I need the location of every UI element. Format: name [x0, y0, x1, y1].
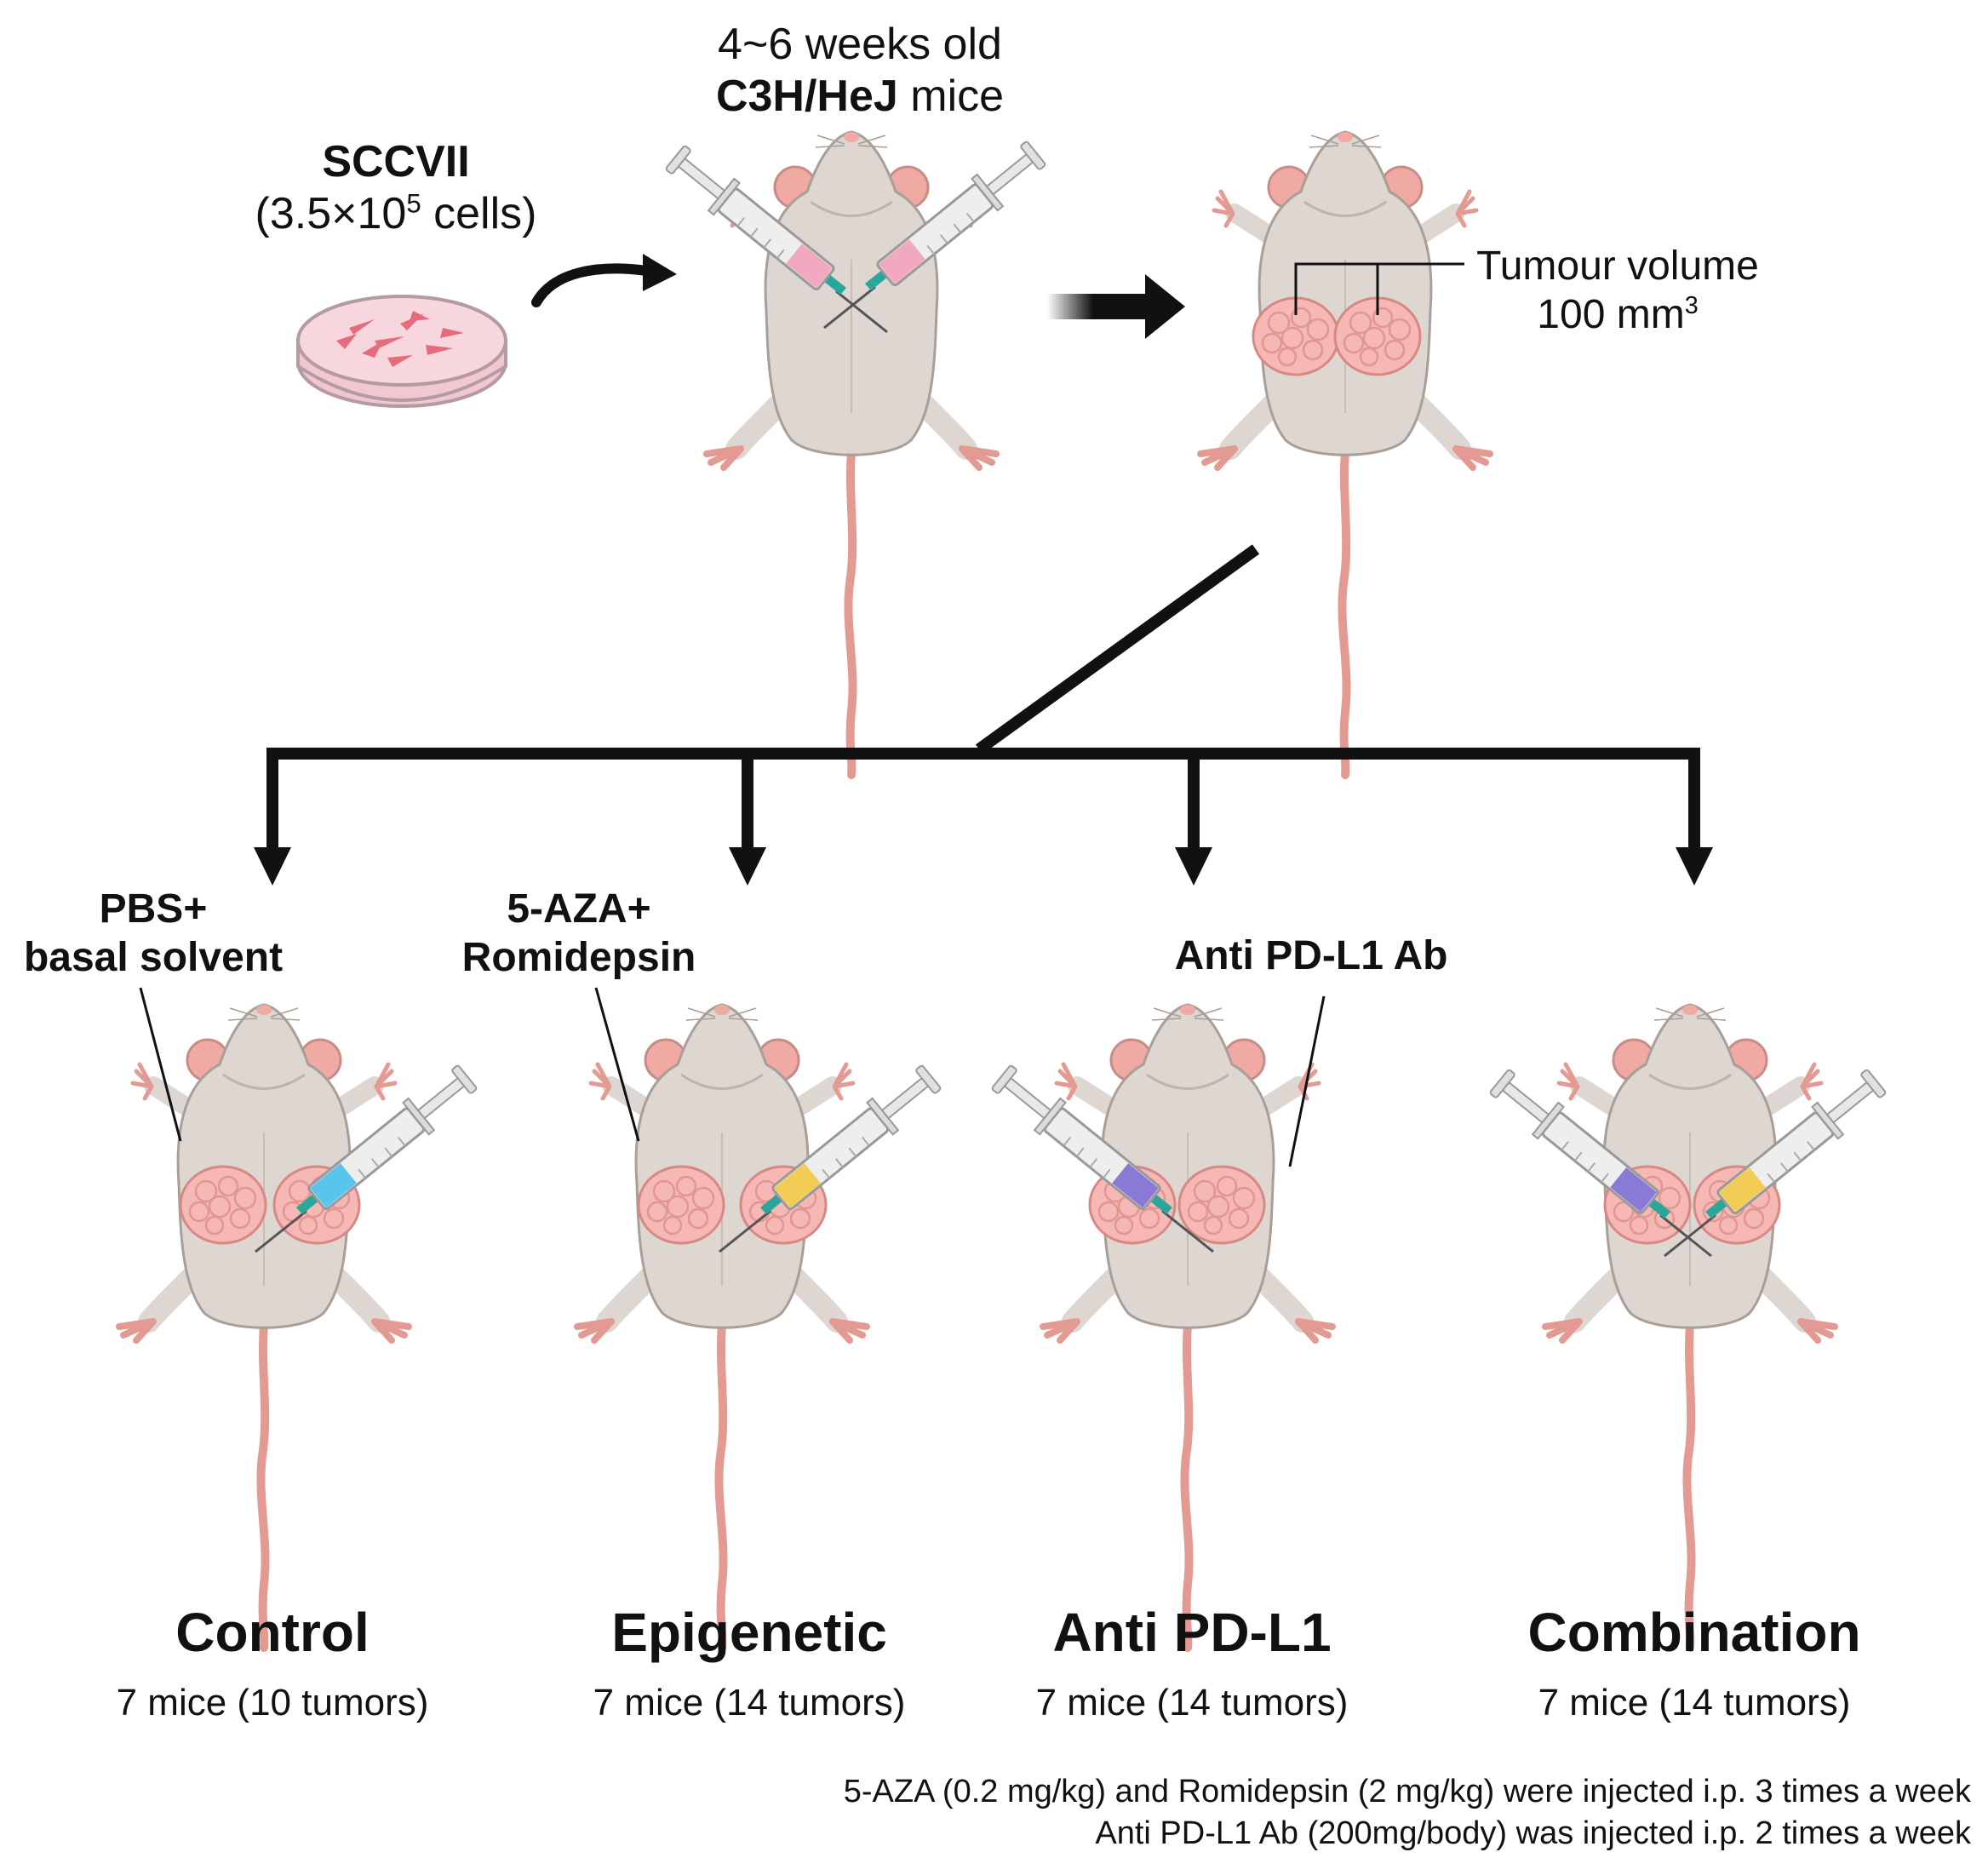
cell-line-name: SCCVII: [322, 137, 470, 186]
mice-suffix: mice: [897, 72, 1005, 122]
tumour-volume-number: 100 mm: [1537, 291, 1685, 337]
curved-arrow-icon: [531, 254, 677, 307]
injection-line: 5-AZA+: [507, 886, 651, 932]
callout-line: [1288, 995, 1326, 1167]
injection-label-epigenetic: 5-AZA+ Romidepsin: [443, 886, 715, 982]
mice-label: 4~6 weeks old C3H/HeJ mice: [664, 19, 1056, 123]
mouse-tumour-icon: [1200, 132, 1490, 775]
mice-strain: C3H/HeJ: [715, 72, 898, 122]
gradient-arrow-icon: [1047, 274, 1185, 339]
group-combination: Combination 7 mice (14 tumors): [1507, 1601, 1882, 1724]
cell-line-label: SCCVII (3.5×105 cells): [204, 136, 587, 241]
tumour-volume-exponent: 3: [1684, 291, 1699, 319]
tumour-callout-line: [1294, 262, 1464, 315]
footnote-line: 5-AZA (0.2 mg/kg) and Romidepsin (2 mg/k…: [843, 1774, 1971, 1809]
callout-line: [594, 987, 640, 1142]
injection-line: Romidepsin: [461, 934, 696, 980]
syringe-combination-left-icon: [1663, 1064, 1891, 1258]
tumour-icon: [1177, 1165, 1266, 1245]
petri-dish-icon: [296, 295, 507, 408]
mouse-antipdl1-icon: [1043, 1005, 1332, 1648]
mouse-combination-icon: [1545, 1005, 1835, 1648]
syringe-control-icon: [254, 1059, 482, 1253]
group-title: Control: [175, 1602, 370, 1663]
cell-count-exponent: 5: [406, 189, 421, 220]
injection-line: basal solvent: [23, 934, 284, 980]
cell-count-base: (3.5×10: [255, 189, 407, 239]
group-count: 7 mice (10 tumors): [116, 1681, 429, 1723]
group-count: 7 mice (14 tumors): [1538, 1681, 1851, 1723]
tumour-volume-label: Tumour volume 100 mm3: [1456, 243, 1779, 339]
group-count: 7 mice (14 tumors): [593, 1681, 906, 1723]
group-title: Anti PD-L1: [1052, 1602, 1332, 1663]
mice-strain-line: C3H/HeJ mice: [664, 71, 1056, 123]
injection-label-control: PBS+ basal solvent: [0, 886, 307, 982]
injection-label-antipdl1: Anti PD-L1 Ab: [1141, 932, 1481, 981]
syringe-epigenetic-icon: [718, 1059, 946, 1253]
injection-line: Anti PD-L1 Ab: [1174, 933, 1448, 978]
tumour-icon: [637, 1165, 725, 1245]
cell-count-unit: cells): [421, 189, 537, 239]
group-antipdl1: Anti PD-L1 7 mice (14 tumors): [1013, 1601, 1371, 1724]
injection-line: PBS+: [99, 886, 208, 932]
syringe-antipdl1-icon: [987, 1059, 1215, 1253]
branch-arrowheads: [254, 847, 1713, 886]
group-control: Control 7 mice (10 tumors): [94, 1601, 451, 1724]
group-epigenetic: Epigenetic 7 mice (14 tumors): [570, 1601, 928, 1724]
tumour-icon: [179, 1165, 267, 1245]
tumour-volume-title: Tumour volume: [1476, 244, 1759, 289]
cell-count: (3.5×105 cells): [204, 188, 587, 240]
syringe-combination-right-icon: [1485, 1064, 1713, 1258]
group-title: Epigenetic: [611, 1602, 887, 1663]
group-count: 7 mice (14 tumors): [1035, 1681, 1349, 1723]
branch-connector: [266, 544, 1700, 852]
mouse-control-icon: [119, 1005, 409, 1648]
mouse-epigenetic-icon: [577, 1005, 867, 1648]
callout-line: [139, 987, 182, 1142]
mice-age: 4~6 weeks old: [718, 20, 1002, 69]
group-title: Combination: [1527, 1602, 1861, 1663]
footnote-line: Anti PD-L1 Ab (200mg/body) was injected …: [1095, 1815, 1971, 1852]
footnotes: 5-AZA (0.2 mg/kg) and Romidepsin (2 mg/k…: [694, 1771, 1971, 1855]
tumour-volume-value: 100 mm3: [1456, 291, 1779, 340]
